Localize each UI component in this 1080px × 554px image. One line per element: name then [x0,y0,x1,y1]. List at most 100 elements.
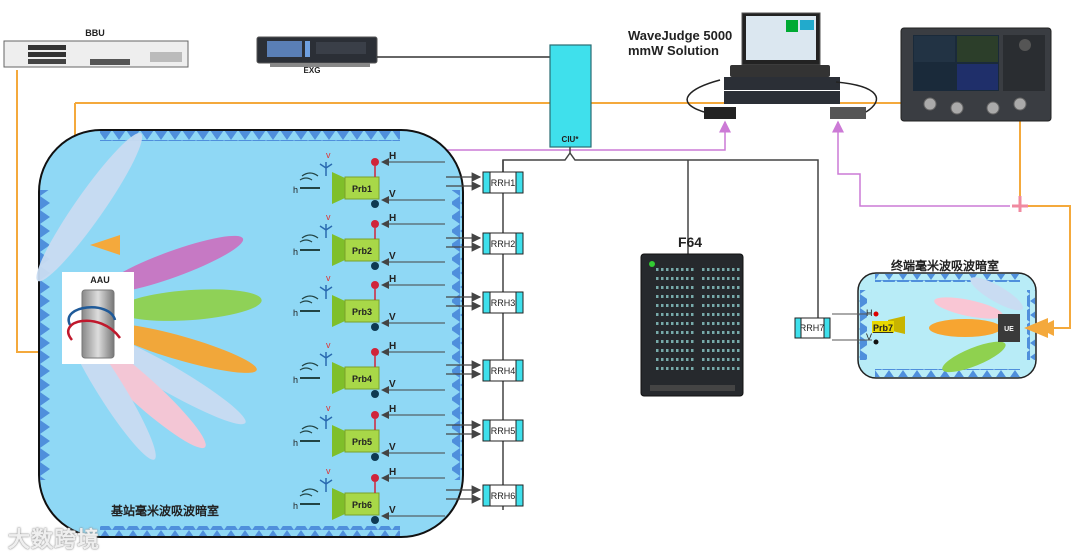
v-port-label: V [389,189,396,200]
rrh-label: RRH5 [491,426,516,436]
rrh-label: RRH6 [491,491,516,501]
v-port-label: V [389,505,396,516]
antenna-icon [319,352,333,366]
wireless-icon [299,425,319,434]
f64-label: F64 [678,234,702,250]
rrh-label: RRH3 [491,298,516,308]
h-port-label: H [389,213,396,224]
probe-label: Prb5 [352,437,372,447]
h-port-label: H [389,341,396,352]
exg-signal-generator[interactable]: EXG [256,36,378,75]
aau-unit[interactable]: AAU [62,272,134,364]
rrh-label: RRH4 [491,366,516,376]
beam-orange [106,324,257,373]
antenna-icon [319,415,333,429]
probe-label: Prb3 [352,307,372,317]
wavejudge-analyzer[interactable]: WaveJudge 5000 mmW Solution [628,12,878,119]
beam-green [117,289,262,321]
terminal-beams [929,277,1023,373]
probe-h-label: h [293,185,298,195]
antenna-icon [319,285,333,299]
aau-label: AAU [90,275,110,285]
watermark: 大数跨境 [8,528,101,553]
rrh-3[interactable]: RRH3 [446,291,524,314]
ciu-unit[interactable]: CIU* [549,44,592,148]
rrh7-links [832,313,872,341]
wireless-icon [299,295,319,304]
h-port-label: H [389,274,396,285]
wavejudge-title-line1: WaveJudge 5000 [628,28,732,43]
splitter-icon [1012,196,1028,212]
v-port-icon [371,390,379,398]
beam-purple [101,235,244,293]
prb7-v-port: V [866,332,872,342]
rrh-label: RRH1 [491,178,516,188]
probe-h-label: h [293,308,298,318]
probe-h-label: h [293,501,298,511]
v-port-label: V [389,251,396,262]
h-port-label: H [389,404,396,415]
wavejudge-rf-bus [75,102,1021,110]
rrh-4[interactable]: RRH4 [446,359,524,382]
antenna-v-label: v [326,212,331,222]
prb7-h-port: H [866,308,873,318]
bbu-unit[interactable]: BBU [3,28,189,68]
f64-fader[interactable]: F64 [640,234,744,397]
probe-h-label: h [293,438,298,448]
rrh-2[interactable]: RRH2 [446,232,524,255]
h-port-icon [371,411,379,419]
h-port-label: H [389,467,396,478]
wireless-icon [299,234,319,243]
v-port-label: V [389,442,396,453]
v-port-icon [371,453,379,461]
ue-label: UE [1004,326,1014,333]
probe-prb7[interactable]: Prb7 H V [866,308,905,345]
v-port-icon [371,200,379,208]
probe-h-label: h [293,375,298,385]
antenna-v-label: v [326,340,331,350]
terminal-chamber: 终端毫米波吸波暗室 UE Prb7 H V [832,258,1048,379]
wireless-icon [299,172,319,181]
rrh-backbone [502,147,819,510]
h-port-icon [371,220,379,228]
exg-label: EXG [304,66,321,75]
antenna-v-label: v [326,150,331,160]
feed-horn-icon [90,235,120,255]
h-port-icon [371,158,379,166]
ciu-label: CIU* [562,135,580,144]
beam-lightblue-top [36,132,143,282]
antenna-icon [319,224,333,238]
bbu-label: BBU [85,28,105,38]
antenna-icon [319,162,333,176]
terminal-chamber-label: 终端毫米波吸波暗室 [891,258,999,273]
ue-device[interactable]: UE [998,314,1020,342]
probe-h-label: h [293,247,298,257]
v-port-icon [371,323,379,331]
rrh-label: RRH2 [491,239,516,249]
wavejudge-title-line2: mmW Solution [628,43,719,58]
trace-to-wavejudge-right [832,120,1010,207]
h-port-icon [371,474,379,482]
v-port-icon [371,516,379,524]
rrh-6[interactable]: RRH6 [446,484,524,507]
antenna-v-label: v [326,466,331,476]
rrh-1[interactable]: RRH1 [446,171,524,194]
rrh7[interactable]: RRH7 [794,317,831,339]
network-analyzer[interactable] [900,27,1052,122]
antenna-icon [319,478,333,492]
rrh7-label: RRH7 [800,323,825,333]
terminal-rf-feed [1019,120,1071,336]
v-port-label: V [389,312,396,323]
rrh-5[interactable]: RRH5 [446,419,524,442]
h-port-icon [371,348,379,356]
probe-label: Prb1 [352,184,372,194]
